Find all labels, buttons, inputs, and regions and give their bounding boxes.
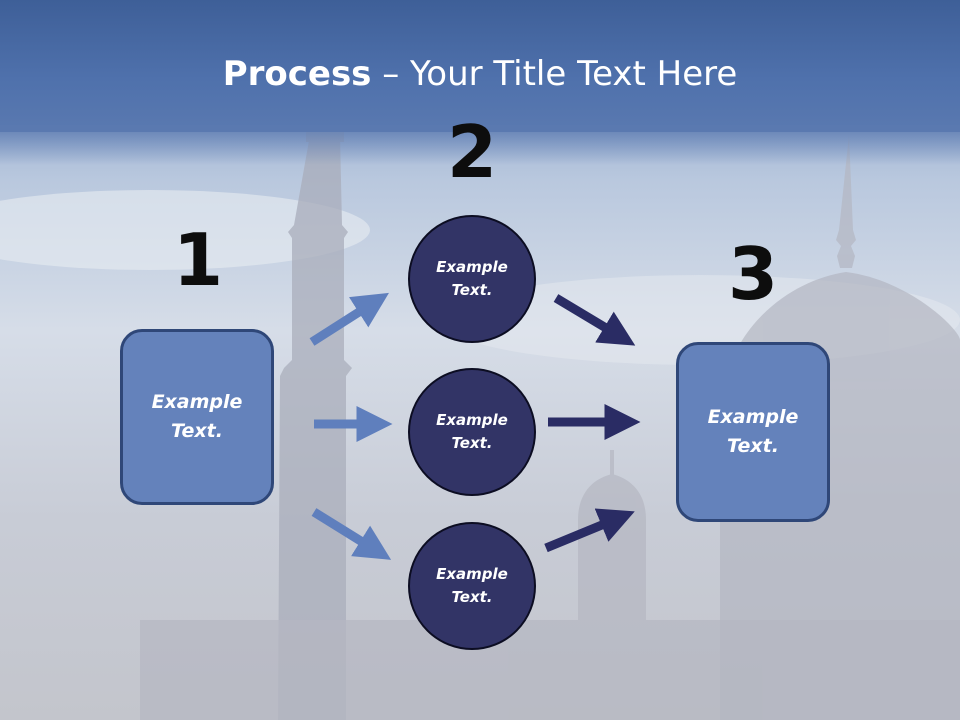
arrow-bottom-to-right bbox=[544, 508, 635, 553]
right-box: Example Text. bbox=[676, 342, 830, 522]
step-number-2: 2 bbox=[446, 110, 498, 194]
title-bold: Process bbox=[222, 54, 372, 94]
step-number-3: 3 bbox=[727, 232, 779, 316]
arrow-top-to-right bbox=[553, 294, 636, 346]
circle-top: Example Text. bbox=[408, 215, 536, 343]
circle-top-text: Example Text. bbox=[436, 258, 508, 299]
left-box-text: Example Text. bbox=[151, 391, 243, 442]
slide-title: Process – Your Title Text Here bbox=[0, 52, 960, 96]
left-box: Example Text. bbox=[120, 329, 274, 505]
circle-middle-text: Example Text. bbox=[436, 411, 508, 452]
title-bar-fade bbox=[0, 125, 960, 165]
arrow-left-to-bottom bbox=[311, 508, 392, 560]
circle-middle: Example Text. bbox=[408, 368, 536, 496]
circle-bottom-text: Example Text. bbox=[436, 565, 508, 606]
right-box-text: Example Text. bbox=[707, 406, 799, 457]
title-bar bbox=[0, 0, 960, 132]
title-rest: – Your Title Text Here bbox=[371, 54, 738, 94]
circle-bottom: Example Text. bbox=[408, 522, 536, 650]
arrow-left-to-top bbox=[309, 292, 389, 346]
step-number-1: 1 bbox=[172, 218, 224, 302]
